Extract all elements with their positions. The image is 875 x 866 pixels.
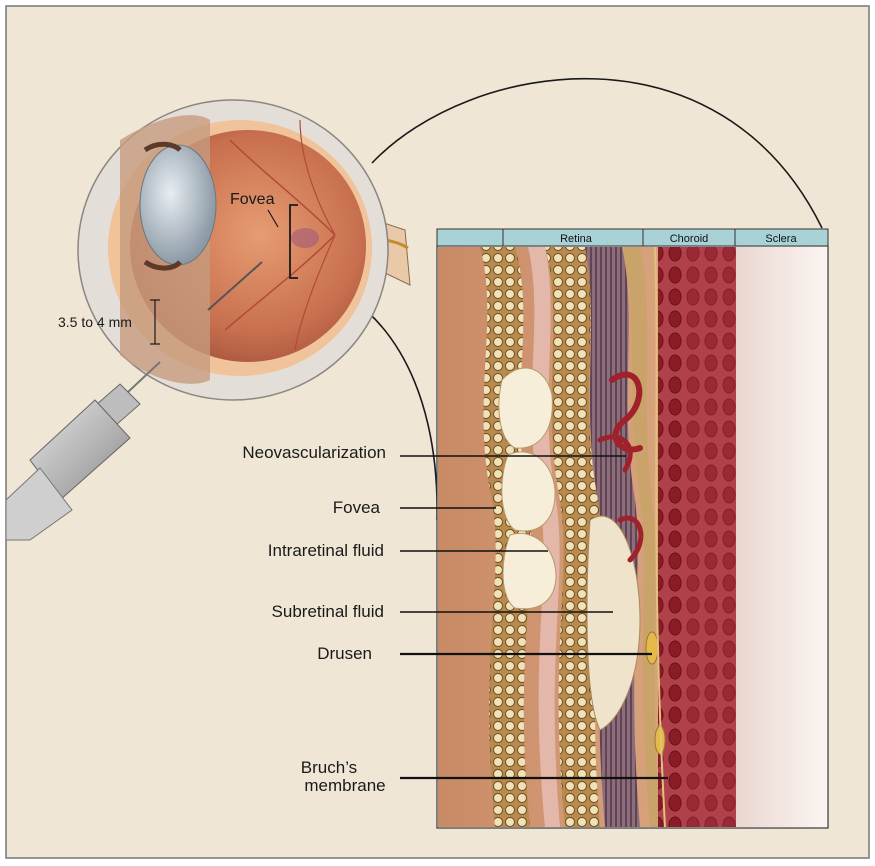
connector-top-curve — [371, 78, 823, 229]
outer-nuclear-layer — [545, 247, 602, 827]
header-retina-label: Retina — [560, 233, 593, 245]
eyeball — [77, 99, 389, 401]
intraretinal-fluid-pocket-3 — [502, 533, 557, 610]
bruchs-membrane-line — [654, 246, 666, 828]
needle-tip — [207, 261, 263, 311]
measurement-label: 3.5 to 4 mm — [58, 314, 132, 330]
callout-bruchs-label-line2: membrane — [304, 776, 385, 795]
intraretinal-fluid-pocket-1 — [498, 367, 553, 449]
callout-bruchs-label-line1: Bruch’s — [301, 758, 357, 777]
callout-neovascularization-label: Neovascularization — [242, 443, 386, 462]
eye-fovea-label: Fovea — [230, 191, 275, 208]
magnified-region-bracket — [289, 204, 298, 279]
callout-subretinal-fluid-label: Subretinal fluid — [272, 602, 384, 621]
sclera-layer — [736, 247, 827, 827]
cross-section-panel — [436, 245, 829, 829]
drusen-deposit — [645, 631, 659, 665]
cross-section-header — [436, 228, 829, 247]
callout-intraretinal-fluid-label: Intraretinal fluid — [268, 541, 384, 560]
choroid-layer — [658, 247, 736, 827]
intraretinal-fluid-pocket-2 — [501, 451, 556, 532]
fovea-spot — [291, 228, 319, 248]
eye-fovea-pointer — [267, 209, 279, 228]
lens — [139, 144, 217, 266]
header-sclera-label: Sclera — [765, 233, 797, 245]
syringe — [5, 361, 161, 541]
callout-fovea-label: Fovea — [333, 498, 381, 517]
neovascular-vessels — [609, 371, 643, 453]
header-choroid-label: Choroid — [670, 233, 709, 245]
callout-drusen-label: Drusen — [317, 644, 372, 663]
measurement-bracket — [150, 299, 160, 345]
rpe-layer — [622, 247, 660, 827]
subretinal-fluid — [586, 515, 641, 731]
